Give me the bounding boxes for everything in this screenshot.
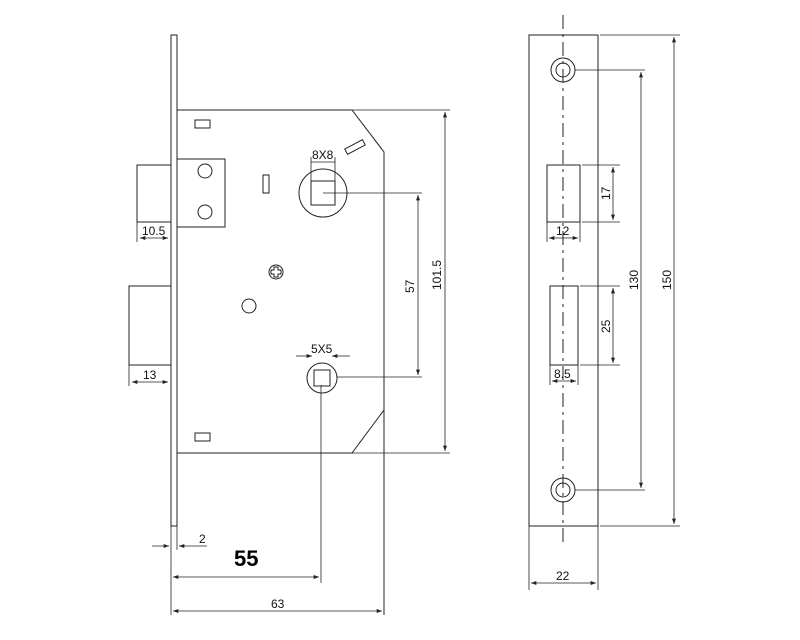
dim-latch-opening-height: 17 [599,186,613,200]
dim-follower-square: 8X8 [312,148,334,162]
dim-latch-width: 10.5 [142,224,166,238]
cylinder-hub [306,362,338,394]
latch-opening [546,164,581,223]
dim-plate-height: 150 [660,270,674,290]
dim-body-depth: 63 [271,597,285,611]
dim-latch-opening-width: 12 [556,224,570,238]
lock-body-view: 10.5 13 8X8 5X5 57 101.5 2 55 63 [128,34,450,615]
dim-backset: 55 [234,546,258,571]
dim-plate-width: 22 [556,569,570,583]
bolt-opening [549,285,579,366]
dim-bolt-opening-height: 25 [599,319,613,333]
dim-deadbolt-width: 13 [143,368,157,382]
dim-faceplate-thickness: 2 [199,532,206,546]
dim-hole-spacing: 130 [627,270,641,290]
faceplate [170,34,178,527]
deadbolt [128,285,172,366]
latch-bolt [136,164,172,223]
dim-body-height: 101.5 [430,260,444,290]
screw-icon [268,264,284,280]
dim-cylinder-square: 5X5 [311,342,333,356]
latch-plate [176,158,226,228]
dim-center-distance: 57 [403,279,417,293]
dim-bolt-opening-width: 8.5 [554,367,571,381]
lock-case [177,109,385,454]
strike-plate-view: 12 17 25 8.5 130 150 22 [528,15,680,590]
